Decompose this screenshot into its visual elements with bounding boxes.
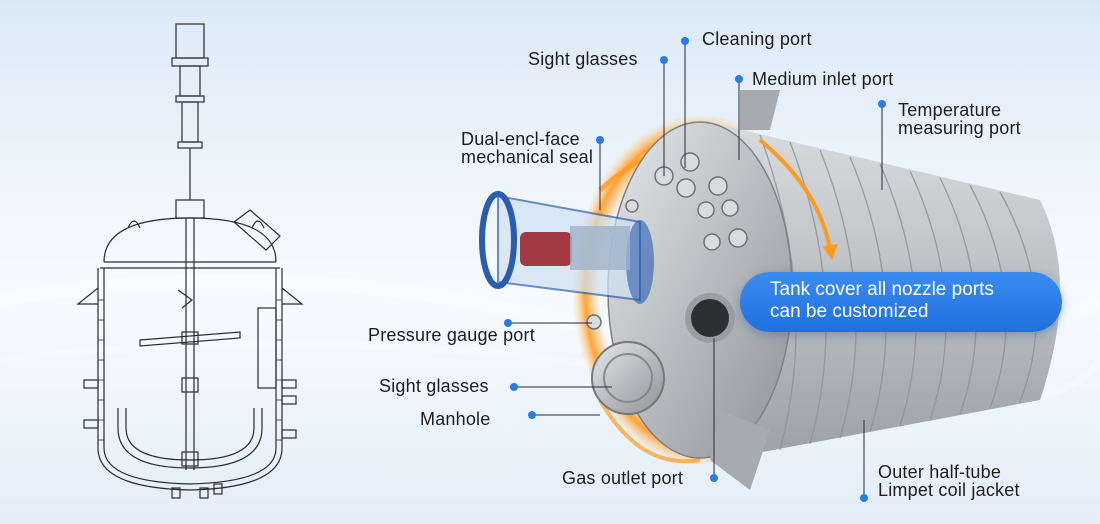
label-sight-glasses-bottom: Sight glasses — [379, 376, 489, 396]
label-jacket-line1: Outer half-tube — [878, 462, 1002, 482]
label-temperature-line1: Temperature — [898, 100, 1002, 120]
mechanical-seal — [479, 191, 654, 304]
label-gas-outlet-port: Gas outlet port — [562, 468, 684, 488]
label-sight-glasses-top: Sight glasses — [528, 49, 638, 69]
callout-line2: can be customized — [770, 301, 929, 322]
label-cleaning-port: Cleaning port — [702, 29, 812, 49]
leader-lines — [508, 41, 883, 498]
label-seal-line2: mechanical seal — [461, 147, 594, 167]
label-jacket-line2: Limpet coil jacket — [878, 480, 1020, 500]
reactor-line-drawing — [76, 23, 304, 499]
label-seal-line1: Dual-encl-face — [461, 129, 580, 149]
leader-dots — [504, 37, 886, 502]
label-temperature-line2: measuring port — [898, 118, 1021, 138]
callout-line1: Tank cover all nozzle ports — [770, 279, 994, 300]
label-manhole: Manhole — [420, 409, 491, 429]
customization-callout: Tank cover all nozzle ports can be custo… — [740, 272, 1062, 332]
label-medium-inlet-port: Medium inlet port — [752, 69, 894, 89]
label-pressure-gauge-port: Pressure gauge port — [368, 325, 535, 345]
